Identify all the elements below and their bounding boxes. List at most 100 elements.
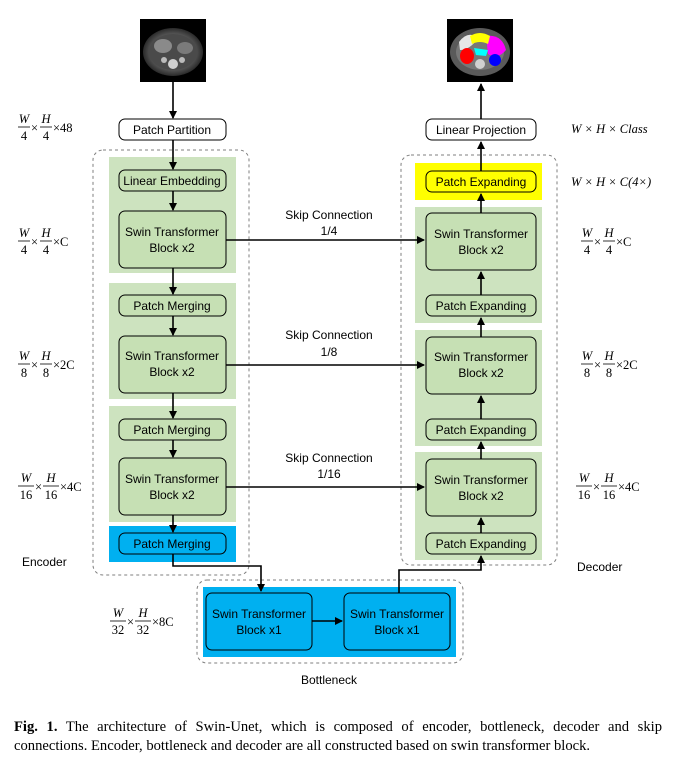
decoder-label: Decoder xyxy=(577,560,622,574)
figure-caption: Fig. 1. The architecture of Swin-Unet, w… xyxy=(14,718,662,756)
encoder-swin-block-1-line-2: Block x2 xyxy=(149,241,195,255)
encoder-swin-block-2-line-1: Swin Transformer xyxy=(125,349,219,363)
svg-text:×: × xyxy=(31,235,38,249)
dim-right-3: W 16 × H 16 ×4C xyxy=(576,471,640,502)
svg-text:W: W xyxy=(113,606,125,620)
linear-embedding-label: Linear Embedding xyxy=(123,174,220,188)
decoder-swin-block-3-line-2: Block x2 xyxy=(458,489,504,503)
patch-expanding-top-label: Patch Expanding xyxy=(436,175,527,189)
svg-text:4: 4 xyxy=(43,243,50,257)
patch-partition-box: Patch Partition xyxy=(118,118,227,141)
svg-text:×4C: ×4C xyxy=(618,480,640,494)
svg-text:8: 8 xyxy=(21,366,27,380)
decoder-swin-block-2-line-1: Swin Transformer xyxy=(434,350,528,364)
patch-expanding-box-2: Patch Expanding xyxy=(425,418,537,441)
svg-text:×: × xyxy=(594,235,601,249)
encoder-swin-block-1-line-1: Swin Transformer xyxy=(125,225,219,239)
decoder-swin-block-2-line-2: Block x2 xyxy=(458,366,504,380)
svg-text:8: 8 xyxy=(43,366,49,380)
caption-text: The architecture of Swin-Unet, which is … xyxy=(14,719,663,754)
patch-merging-box-1: Patch Merging xyxy=(118,294,227,317)
bottleneck-to-decoder-arrow xyxy=(398,555,485,593)
skip-connection-3-scale: 1/16 xyxy=(317,467,341,481)
caption-label: Fig. 1. xyxy=(14,719,58,735)
bottleneck-container xyxy=(196,579,464,664)
svg-text:×: × xyxy=(593,480,600,494)
bottleneck-block-1-line-1: Swin Transformer xyxy=(212,607,306,621)
bottleneck-block-2-line-1: Swin Transformer xyxy=(350,607,444,621)
decoder-container xyxy=(400,154,558,566)
svg-text:H: H xyxy=(40,226,51,240)
encoder-swin-block-3-line-1: Swin Transformer xyxy=(125,472,219,486)
encoder-swin-block-3: Swin Transformer Block x2 xyxy=(118,457,227,516)
skip-connection-2-scale: 1/8 xyxy=(321,345,338,359)
svg-text:32: 32 xyxy=(137,623,150,637)
svg-text:8: 8 xyxy=(584,366,590,380)
svg-text:4: 4 xyxy=(43,129,50,143)
svg-text:4: 4 xyxy=(21,243,28,257)
patch-expanding-3-label: Patch Expanding xyxy=(436,537,527,551)
ct-scan-image xyxy=(140,19,206,82)
patch-merging-3-label: Patch Merging xyxy=(133,537,210,551)
svg-text:H: H xyxy=(603,471,614,485)
svg-text:×8C: ×8C xyxy=(152,615,174,629)
bottleneck-block-2-line-2: Block x1 xyxy=(374,623,420,637)
svg-text:H: H xyxy=(45,471,56,485)
svg-text:W: W xyxy=(19,349,31,363)
svg-text:W: W xyxy=(579,471,591,485)
svg-text:H: H xyxy=(603,349,614,363)
svg-text:×: × xyxy=(127,615,134,629)
svg-text:W: W xyxy=(582,226,594,240)
decoder-swin-block-1-line-2: Block x2 xyxy=(458,243,504,257)
skip-connection-1-title: Skip Connection xyxy=(285,208,372,222)
svg-text:×2C: ×2C xyxy=(616,358,638,372)
patch-expanding-box-3: Patch Expanding xyxy=(425,532,537,555)
linear-projection-box: Linear Projection xyxy=(425,118,537,141)
svg-text:×: × xyxy=(35,480,42,494)
svg-text:W: W xyxy=(582,349,594,363)
bottleneck-block-1-line-2: Block x1 xyxy=(236,623,282,637)
svg-text:16: 16 xyxy=(20,488,33,502)
svg-text:H: H xyxy=(603,226,614,240)
patch-merging-box-3: Patch Merging xyxy=(118,532,227,555)
skip-connection-1-scale: 1/4 xyxy=(321,224,338,238)
svg-text:16: 16 xyxy=(45,488,58,502)
linear-embedding-box: Linear Embedding xyxy=(118,169,227,192)
svg-text:H: H xyxy=(137,606,148,620)
svg-text:W: W xyxy=(19,226,31,240)
svg-text:W: W xyxy=(21,471,33,485)
encoder-to-bottleneck-arrow xyxy=(172,554,265,592)
svg-text:×C: ×C xyxy=(616,235,631,249)
dim-left-4: W 16 × H 16 ×4C xyxy=(18,471,82,502)
svg-text:×2C: ×2C xyxy=(53,358,75,372)
segmentation-mask-image xyxy=(447,19,513,82)
svg-text:H: H xyxy=(40,112,51,126)
dim-left-3: W 8 × H 8 ×2C xyxy=(18,349,75,380)
decoder-swin-block-1-line-1: Swin Transformer xyxy=(434,227,528,241)
svg-text:×48: ×48 xyxy=(53,121,73,135)
svg-text:4: 4 xyxy=(21,129,28,143)
patch-expanding-1-label: Patch Expanding xyxy=(436,299,527,313)
encoder-swin-block-2: Swin Transformer Block x2 xyxy=(118,335,227,394)
encoder-swin-block-3-line-2: Block x2 xyxy=(149,488,195,502)
patch-merging-1-label: Patch Merging xyxy=(133,299,210,313)
dim-left-1: W 4 × H 4 ×48 xyxy=(18,112,73,143)
svg-text:8: 8 xyxy=(606,366,612,380)
dim-right-1: W 4 × H 4 ×C xyxy=(581,226,631,257)
patch-merging-2-label: Patch Merging xyxy=(133,423,210,437)
patch-expanding-top-box: Patch Expanding xyxy=(425,170,537,193)
dim-right-c4: W × H × C(4×) xyxy=(571,175,651,189)
bottleneck-block-2: Swin Transformer Block x1 xyxy=(343,592,451,651)
encoder-swin-block-1: Swin Transformer Block x2 xyxy=(118,210,227,269)
encoder-swin-block-2-line-2: Block x2 xyxy=(149,365,195,379)
svg-text:4: 4 xyxy=(606,243,613,257)
svg-text:32: 32 xyxy=(112,623,125,637)
svg-text:H: H xyxy=(40,349,51,363)
decoder-swin-block-3: Swin Transformer Block x2 xyxy=(425,458,537,517)
skip-connection-3-title: Skip Connection xyxy=(285,451,372,465)
decoder-swin-block-1: Swin Transformer Block x2 xyxy=(425,212,537,271)
dim-left-5: W 32 × H 32 ×8C xyxy=(110,606,174,637)
svg-text:4: 4 xyxy=(584,243,591,257)
